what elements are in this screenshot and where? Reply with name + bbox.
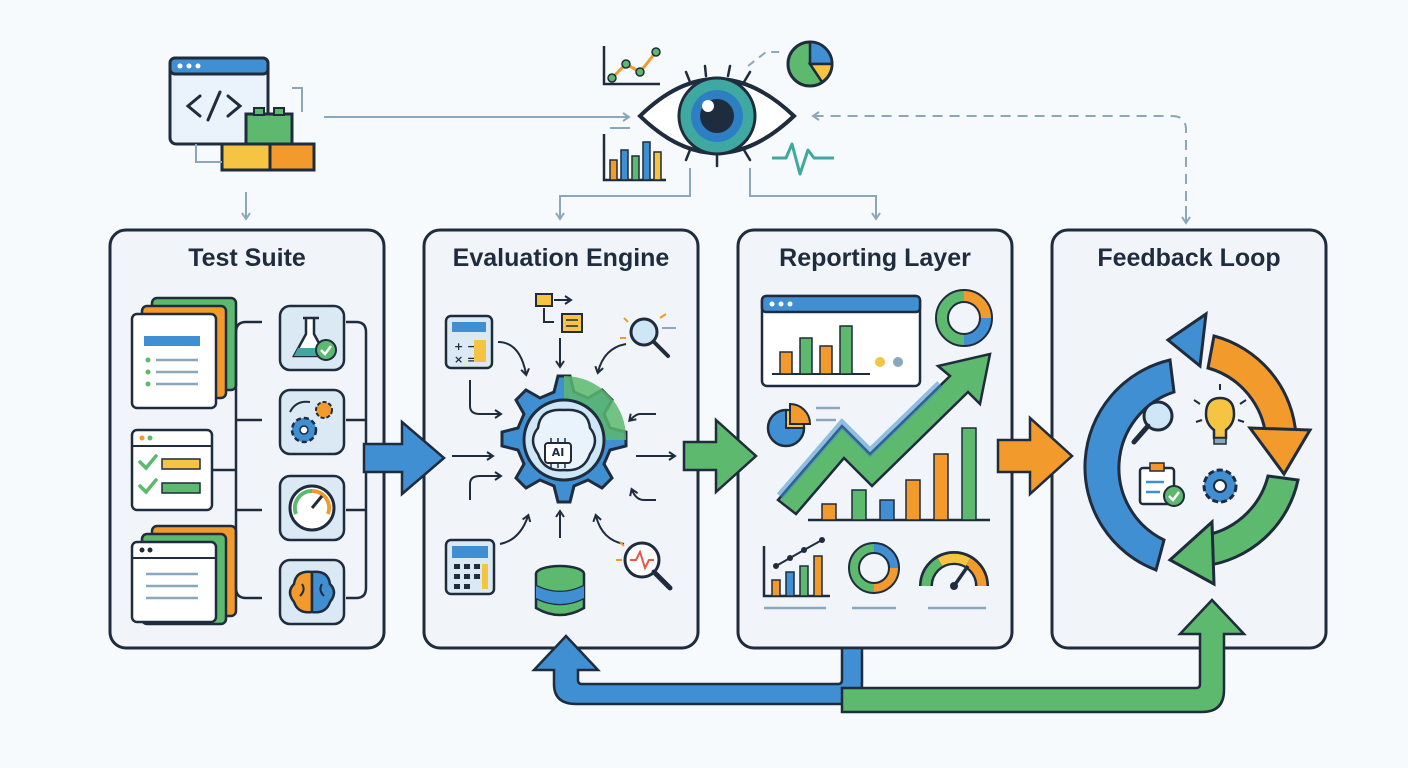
calculator-icon: + − × = <box>444 314 494 370</box>
magnifier-icon <box>1131 400 1174 445</box>
svg-text:+ −: + − <box>454 340 476 353</box>
magnifier-icon <box>616 541 673 591</box>
pulse-icon <box>772 142 834 176</box>
stage-title-reporting-layer: Reporting Layer <box>779 244 971 272</box>
code-window-icon <box>168 56 270 146</box>
trend-arrow-icon <box>776 352 992 516</box>
return-arrow-green <box>840 598 1247 714</box>
checklist-icon <box>130 428 214 512</box>
clipboard-check-icon <box>1138 462 1185 507</box>
document-stack-icon <box>130 296 238 410</box>
gauge-icon <box>919 551 989 610</box>
stage-title-test-suite: Test Suite <box>188 244 306 272</box>
dashboard-window <box>760 294 922 388</box>
stage-title-evaluation-engine: Evaluation Engine <box>452 244 670 272</box>
ai-gear-icon <box>500 374 628 504</box>
building-blocks-icon <box>220 107 316 172</box>
donut-chart-icon <box>935 289 993 347</box>
pie-chart-icon <box>766 402 840 448</box>
flow-arrow-orange <box>996 415 1074 497</box>
magnifier-icon <box>620 313 676 358</box>
database-icon <box>534 564 586 617</box>
donut-chart-icon <box>848 542 900 610</box>
lightbulb-icon <box>1193 384 1247 445</box>
line-chart-icon <box>762 537 830 610</box>
svg-text:× =: × = <box>454 353 476 366</box>
stage-title-feedback-loop: Feedback Loop <box>1097 244 1281 272</box>
line-chart-icon <box>602 46 661 86</box>
ai-chip-label: AI <box>551 446 565 459</box>
flow-chart-icon <box>535 293 583 333</box>
eye-icon <box>637 64 797 168</box>
bar-chart-icon <box>602 134 666 182</box>
flow-arrow-blue <box>362 419 446 497</box>
document-stack-icon <box>130 524 238 626</box>
flask-icon <box>278 304 346 372</box>
calculator-icon <box>444 538 496 596</box>
gears-icon <box>278 388 346 456</box>
gauge-icon <box>278 474 346 542</box>
gear-icon <box>1202 468 1238 504</box>
bar-chart-icon <box>808 427 990 522</box>
brain-icon <box>278 558 346 626</box>
flow-arrow-green <box>682 417 758 495</box>
pie-chart-icon <box>786 40 834 88</box>
cycle-arrows-icon <box>1083 310 1313 587</box>
